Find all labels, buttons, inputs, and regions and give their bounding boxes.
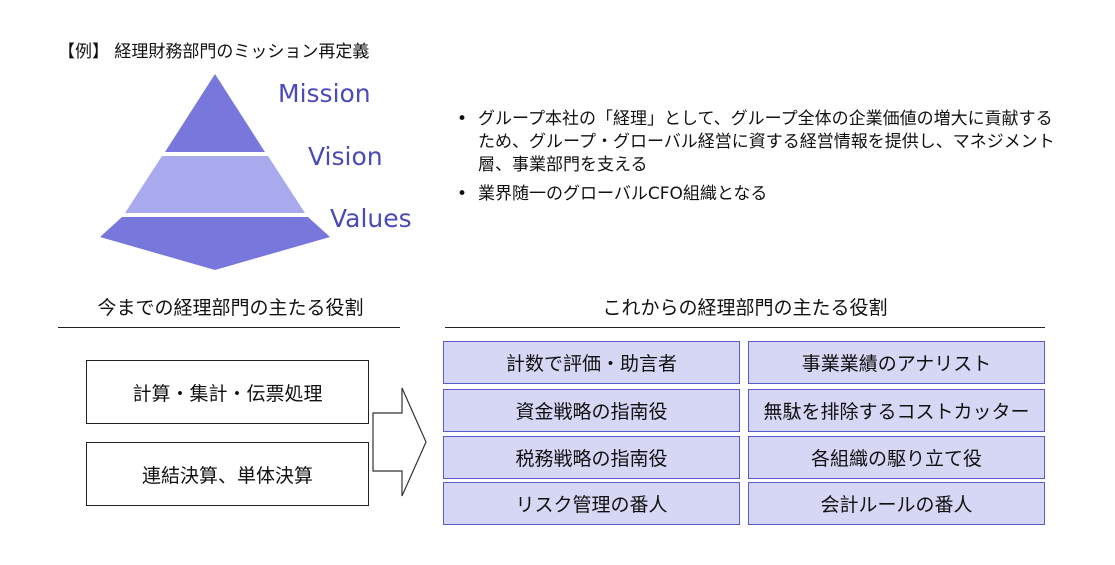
new-roles-heading: これからの経理部門の主たる役割 [602, 297, 888, 319]
old-roles-divider [58, 327, 400, 328]
bullet-item: • グループ本社の「経理」として、グループ全体の企業価値の増大に貢献するため、グ… [455, 108, 1055, 177]
old-roles-heading: 今までの経理部門の主たる役割 [97, 297, 364, 319]
role-box: 無駄を排除するコストカッター [748, 389, 1045, 432]
role-box: 会計ルールの番人 [748, 482, 1045, 525]
role-box: 計数で評価・助言者 [443, 341, 740, 384]
pyramid-label-values: Values [330, 204, 412, 233]
pyramid-label-vision: Vision [308, 142, 383, 171]
new-roles-divider [445, 327, 1045, 328]
page-title: 【例】 経理財務部門のミッション再定義 [58, 42, 370, 62]
mission-bullet-list: • グループ本社の「経理」として、グループ全体の企業価値の増大に貢献するため、グ… [455, 108, 1055, 212]
role-box: 事業業績のアナリスト [748, 341, 1045, 384]
pyramid-diagram [100, 74, 330, 270]
role-box: リスク管理の番人 [443, 482, 740, 525]
bullet-text: 業界随一のグローバルCFO組織となる [478, 184, 768, 204]
pyramid-tier-mission-right [215, 74, 265, 152]
bullet-marker: • [457, 109, 468, 129]
bullet-item: • 業界随一のグローバルCFO組織となる [455, 183, 1055, 206]
role-box: 資金戦略の指南役 [443, 389, 740, 432]
pyramid-tier-vision-right [215, 156, 305, 213]
old-role-box: 計算・集計・伝票処理 [86, 360, 369, 424]
bullet-marker: • [457, 184, 468, 204]
pyramid-tier-values-right [215, 217, 330, 270]
pyramid-tier-mission-left [165, 74, 215, 152]
role-box: 税務戦略の指南役 [443, 436, 740, 479]
bullet-text: グループ本社の「経理」として、グループ全体の企業価値の増大に貢献するため、グルー… [478, 109, 1055, 175]
right-arrow-icon [372, 387, 427, 497]
role-box: 各組織の駆り立て役 [748, 436, 1045, 479]
pyramid-label-mission: Mission [278, 79, 371, 108]
old-role-box: 連結決算、単体決算 [86, 442, 369, 506]
pyramid-tier-vision-left [125, 156, 215, 213]
pyramid-tier-values-left [100, 217, 215, 270]
